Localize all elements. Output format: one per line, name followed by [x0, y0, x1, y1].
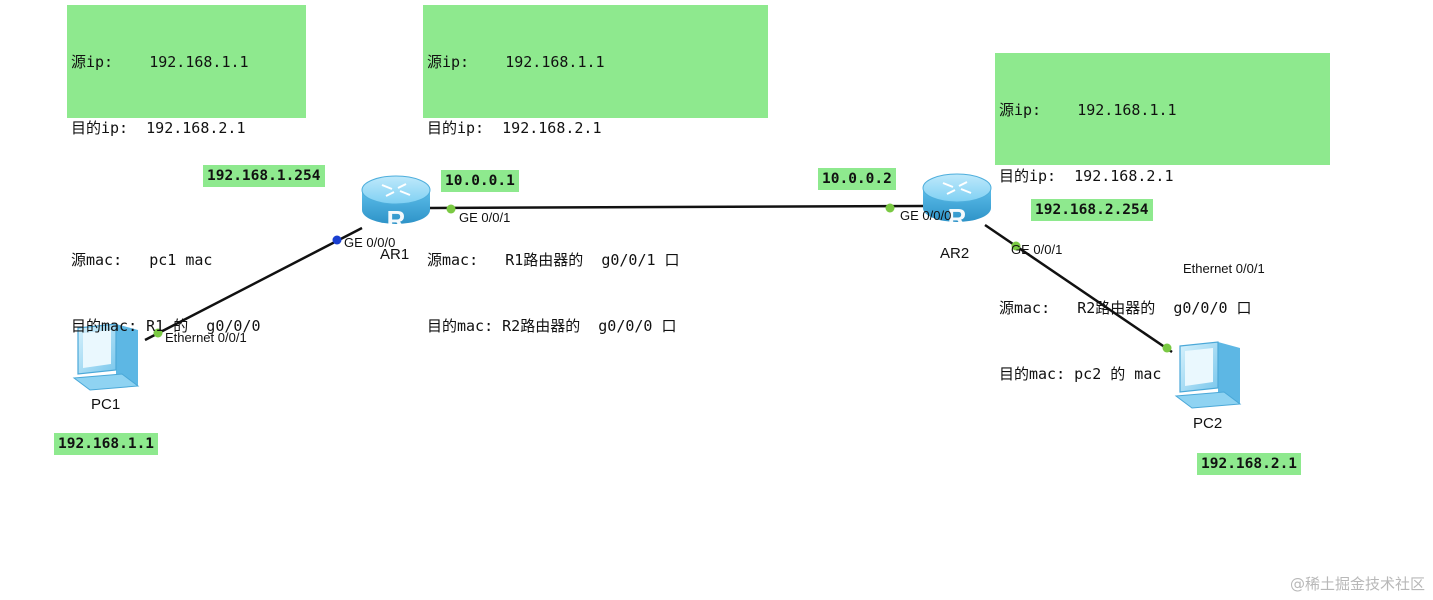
- device-name-ar1: AR1: [380, 246, 410, 263]
- port-label-ar1-g0: GE 0/0/0: [344, 235, 396, 250]
- packet-note-pc1-to-r1: 源ip: 192.168.1.1 目的ip: 192.168.2.1 源mac:…: [67, 5, 306, 335]
- note-line: 目的mac: R1 的 g0/0/0: [71, 317, 261, 335]
- note-line: 目的ip: 192.168.2.1: [71, 119, 246, 137]
- ip-label-ar1-g1: 10.0.0.1: [441, 170, 519, 192]
- ip-label-ar2-g0: 10.0.0.2: [818, 168, 896, 190]
- packet-note-r2-to-pc2: 源ip: 192.168.1.1 目的ip: 192.168.2.1 源mac:…: [995, 53, 1330, 383]
- port-label-pc1-eth: Ethernet 0/0/1: [165, 330, 247, 345]
- link-ar1-ar2[interactable]: [429, 204, 925, 210]
- device-name-pc1: PC1: [91, 396, 121, 413]
- ip-label-ar1-g0: 192.168.1.254: [203, 165, 325, 187]
- port-dot-ar1-g1[interactable]: [446, 204, 456, 214]
- port-dot-ar1-g0[interactable]: [332, 235, 342, 245]
- ip-label-pc2: 192.168.2.1: [1197, 453, 1302, 475]
- pc-icon[interactable]: [1174, 341, 1242, 409]
- note-line: 目的mac: pc2 的 mac: [999, 365, 1162, 383]
- svg-text:R: R: [948, 203, 967, 233]
- ip-label-ar2-g1: 192.168.2.254: [1031, 199, 1153, 221]
- port-dot-ar2-g1[interactable]: [1011, 241, 1021, 251]
- watermark: @稀土掘金技术社区: [1289, 575, 1425, 593]
- note-line: 目的mac: R2路由器的 g0/0/0 口: [427, 317, 677, 335]
- pc-icon[interactable]: [72, 323, 140, 391]
- port-dot-pc2-eth[interactable]: [1162, 343, 1172, 353]
- link-pc1-ar1[interactable]: [144, 226, 363, 342]
- note-line: 目的ip: 192.168.2.1: [999, 167, 1174, 185]
- device-name-pc2: PC2: [1193, 415, 1223, 432]
- ip-label-pc1: 192.168.1.1: [54, 433, 159, 455]
- note-line: 源mac: R1路由器的 g0/0/1 口: [427, 251, 680, 269]
- device-name-ar2: AR2: [940, 245, 970, 262]
- router-icon[interactable]: R: [922, 173, 992, 233]
- port-label-pc2-eth: Ethernet 0/0/1: [1183, 261, 1265, 276]
- port-label-ar2-g1: GE 0/0/1: [1011, 242, 1063, 257]
- port-label-ar2-g0: GE 0/0/0: [900, 208, 952, 223]
- router-icon[interactable]: R: [361, 175, 431, 235]
- note-line: 目的ip: 192.168.2.1: [427, 119, 602, 137]
- port-dot-pc1-eth[interactable]: [153, 328, 163, 338]
- port-dot-ar2-g0[interactable]: [885, 203, 895, 213]
- note-line: 源mac: R2路由器的 g0/0/0 口: [999, 299, 1252, 317]
- note-line: 源ip: 192.168.1.1: [999, 101, 1177, 119]
- svg-text:R: R: [387, 205, 406, 235]
- note-line: 源ip: 192.168.1.1: [71, 53, 249, 71]
- port-label-ar1-g1: GE 0/0/1: [459, 210, 511, 225]
- packet-note-r1-to-r2: 源ip: 192.168.1.1 目的ip: 192.168.2.1 源mac:…: [423, 5, 768, 335]
- note-line: 源ip: 192.168.1.1: [427, 53, 605, 71]
- note-line: 源mac: pc1 mac: [71, 251, 213, 269]
